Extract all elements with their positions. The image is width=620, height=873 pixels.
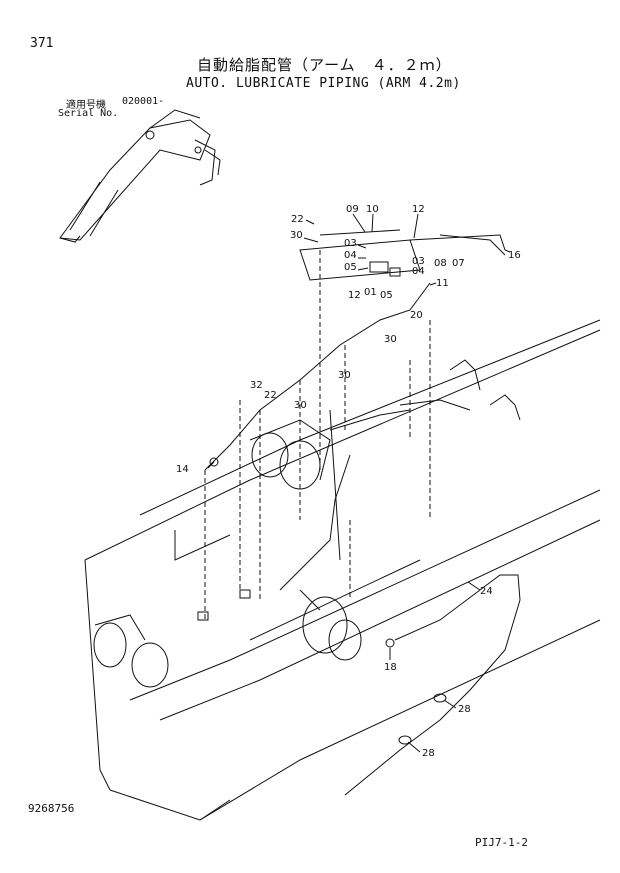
callout-22: 22 [291, 214, 304, 225]
hose-clamps [197, 457, 447, 745]
callout-09: 09 [346, 204, 359, 215]
callout-30b: 30 [384, 334, 397, 345]
sheet-reference: PIJ7-1-2 [475, 836, 528, 849]
callout-30c: 30 [338, 370, 351, 381]
callout-leaders [207, 213, 511, 753]
callout-07: 07 [452, 258, 465, 269]
callout-30: 30 [290, 230, 303, 241]
callout-04: 04 [344, 250, 357, 261]
callout-11: 11 [436, 278, 449, 289]
callout-30d: 30 [294, 400, 307, 411]
callout-01: 01 [364, 287, 377, 298]
leader-lines [204, 250, 431, 620]
callout-18: 18 [384, 662, 397, 673]
page-number: 371 [30, 36, 54, 51]
callout-16: 16 [508, 250, 521, 261]
callout-14: 14 [176, 464, 189, 475]
lube-hose-routes [204, 282, 521, 796]
callout-24: 24 [480, 586, 493, 597]
callout-08: 08 [434, 258, 447, 269]
callout-32: 32 [250, 380, 263, 391]
callout-28b: 28 [422, 748, 435, 759]
serial-label-japanese: 適用号機 [66, 100, 106, 111]
callout-22b: 22 [264, 390, 277, 401]
callout-04b: 04 [412, 266, 425, 277]
callout-03: 03 [344, 238, 357, 249]
callout-28: 28 [458, 704, 471, 715]
callout-12b: 12 [348, 290, 361, 301]
arm-pivot-bosses [93, 419, 362, 688]
callout-03b: 03 [412, 256, 425, 267]
title-japanese: 自動給脂配管（アーム ４．２ｍ） [197, 56, 452, 74]
callout-05b: 05 [380, 290, 393, 301]
drawing-number: 9268756 [28, 802, 75, 815]
title-english: AUTO. LUBRICATE PIPING (ARM 4.2m) [186, 76, 461, 91]
callout-20: 20 [410, 310, 423, 321]
serial-number-value: 020001- [122, 96, 165, 107]
callout-10: 10 [366, 204, 379, 215]
inset-excavator-arm [59, 109, 221, 243]
bracket-plate [299, 229, 506, 281]
arm-body [84, 319, 601, 821]
callout-12: 12 [412, 204, 425, 215]
serial-label-english: Serial No. [58, 108, 119, 119]
callout-05: 05 [344, 262, 357, 273]
